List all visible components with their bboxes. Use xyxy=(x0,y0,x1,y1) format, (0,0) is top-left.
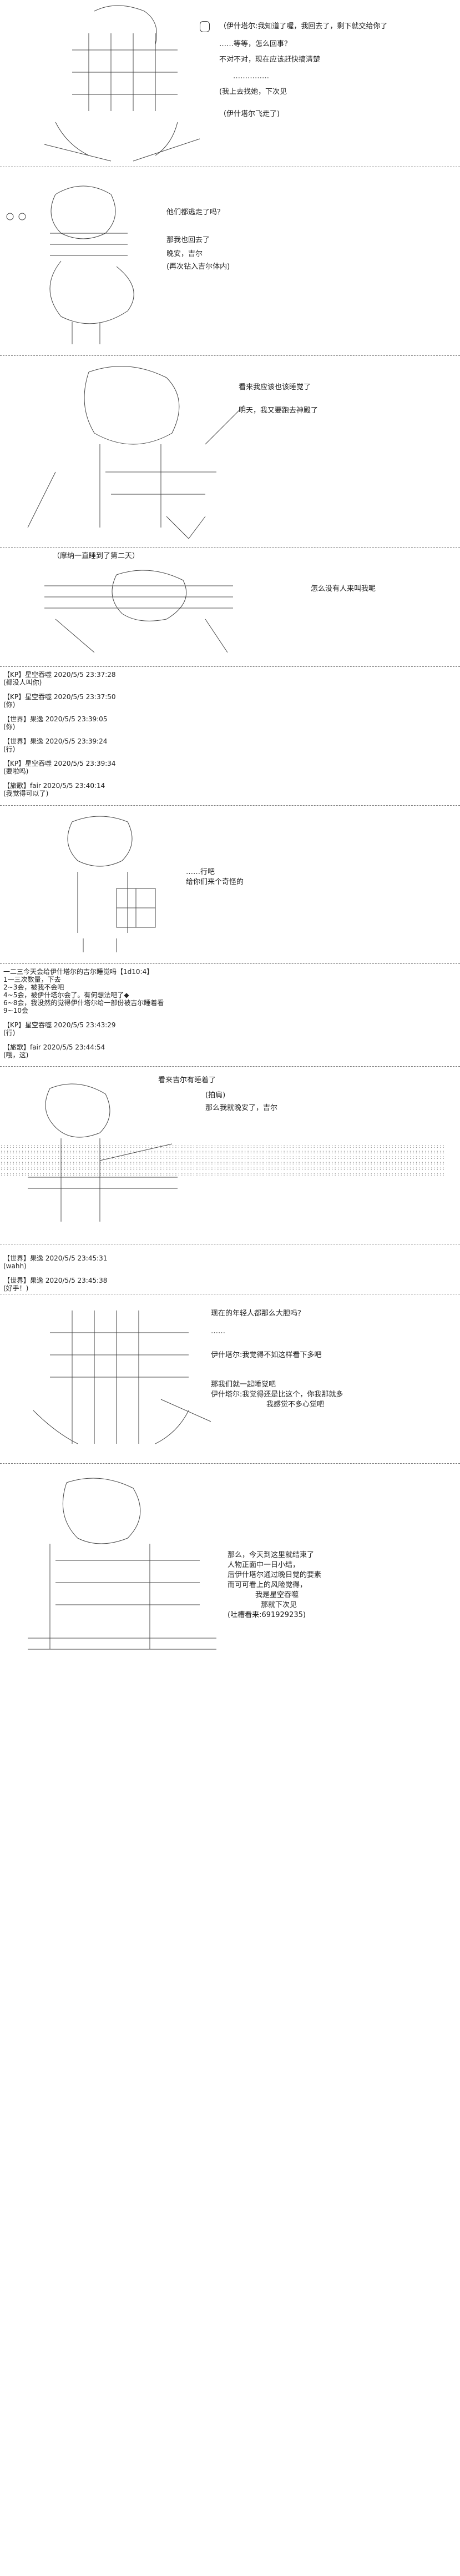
comment-line: 【世界】果逸 2020/5/5 23:45:31 xyxy=(3,1254,108,1262)
panel-5: ……行吧 给你们来个奇怪的 xyxy=(0,811,460,961)
comment-line: (都没人叫你) xyxy=(3,679,42,686)
panel-2: 他们都逃走了吗？ 那我也回去了 晚安，吉尔 (再次钻入吉尔体内) xyxy=(0,172,460,355)
comment-line: (哦，这) xyxy=(3,1051,29,1059)
dialog-line: （伊什塔尔飞走了) xyxy=(219,110,280,118)
sleeping-figure-pattern: ::::::::::::::::::::::::::::::::::::::::… xyxy=(0,1144,445,1177)
dialog-line: 怎么没有人来叫我呢 xyxy=(311,585,376,593)
character-group-drawing xyxy=(44,5,200,162)
comment-block-1: 【KP】星空吞噬 2020/5/5 23:37:28 (都没人叫你) 【KP】星… xyxy=(0,670,460,797)
dialog-line: 伊什塔尔:我觉得还是比这个，你我那就多 xyxy=(211,1390,343,1399)
dialog-line: ……等等，怎么回事？ xyxy=(219,40,292,48)
panel-3: 看来我应该也该睡觉了 明天，我又要跑去神殿了 xyxy=(0,361,460,544)
divider xyxy=(0,963,460,964)
comment-line: 【世界】果逸 2020/5/5 23:45:38 xyxy=(3,1277,108,1284)
comment-line: 【KP】星空吞噬 2020/5/5 23:37:50 xyxy=(3,693,116,701)
dialog-line: 后伊什塔尔通过晚日觉的要素 xyxy=(228,1571,322,1579)
dialog-line: 我感觉不多心觉吧 xyxy=(266,1400,325,1409)
comment-line: 9~10会 xyxy=(3,1007,28,1015)
panel-6: ::::::::::::::::::::::::::::::::::::::::… xyxy=(0,1072,460,1238)
dialog-line: (再次钻入吉尔体内) xyxy=(166,263,230,271)
character-standing-drawing xyxy=(27,366,245,539)
character-closing-drawing xyxy=(28,1478,216,1650)
comment-line: 4~5会，被伊什塔尔会了。有何想法吧了◆ xyxy=(3,991,129,999)
comment-line: (行) xyxy=(3,1029,16,1037)
divider xyxy=(0,1066,460,1067)
dialog-line: 那就下次见 xyxy=(261,1601,297,1609)
character-patting-drawing xyxy=(28,1083,178,1222)
comment-block-2: 一二三今天会给伊什塔尔的吉尔睡觉吗【1d10:4】 1一三次数量，下去 2~3会… xyxy=(0,967,460,1064)
dialog-line: 现在的年轻人都那么大胆吗？ xyxy=(211,1309,305,1318)
comment-line: 【旅歌】fair 2020/5/5 23:44:54 xyxy=(3,1043,105,1051)
comment-line: (行) xyxy=(3,745,16,753)
dialog-line: 那么我就晚安了，吉尔 xyxy=(205,1104,278,1112)
divider xyxy=(0,355,460,356)
dialog-line: …………… xyxy=(233,72,269,81)
comment-line: 【旅歌】fair 2020/5/5 23:40:14 xyxy=(3,782,105,790)
panel-1: （伊什塔尔:我知道了喔，我回去了，剩下就交给你了 ……等等，怎么回事？ 不对不对… xyxy=(0,0,460,167)
dialog-line: 看来吉尔有睡着了 xyxy=(158,1076,216,1084)
character-gift-drawing xyxy=(67,816,156,952)
dialog-line: (我上去找她，下次见 xyxy=(219,88,287,96)
dialog-line: 不对不对，现在应该赶快搞清楚 xyxy=(219,56,321,64)
dialog-line: 我是星空吞噬 xyxy=(255,1591,299,1599)
dialog-line: ……行吧 xyxy=(186,868,215,876)
comment-line: (我觉得可以了) xyxy=(3,790,49,797)
dialog-line: 看来我应该也该睡觉了 xyxy=(239,383,311,391)
comment-line: 1一三次数量，下去 xyxy=(3,976,61,983)
comment-line: (要啦吗) xyxy=(3,767,29,775)
comment-block-3: 【世界】果逸 2020/5/5 23:45:31 (wahh) 【世界】果逸 2… xyxy=(0,1254,460,1293)
comment-line: (你) xyxy=(3,723,16,731)
dialog-line: 他们都逃走了吗？ xyxy=(166,208,225,217)
comment-line: (wahh) xyxy=(3,1262,27,1270)
dialog-line: (拍肩) xyxy=(205,1091,226,1099)
divider xyxy=(0,805,460,806)
dialog-line: 给你们来个奇怪的 xyxy=(186,878,244,886)
comment-line: (好手！) xyxy=(3,1284,29,1292)
comment-line: 一二三今天会给伊什塔尔的吉尔睡觉吗【1d10:4】 xyxy=(3,968,154,976)
divider xyxy=(0,547,460,548)
comment-line: 【KP】星空吞噬 2020/5/5 23:39:34 xyxy=(3,760,116,767)
character-group-drawing-2 xyxy=(33,1310,211,1444)
divider xyxy=(0,1463,460,1464)
caption: （摩纳一直睡到了第二天） xyxy=(53,552,140,560)
dialog-line: （伊什塔尔:我知道了喔，我回去了，剩下就交给你了 xyxy=(219,22,388,31)
dialog-line: 明天，我又要跑去神殿了 xyxy=(239,406,319,415)
character-sleeping-drawing xyxy=(6,185,134,344)
comment-line: (你) xyxy=(3,701,16,709)
character-bed-drawing xyxy=(44,570,233,653)
dialog-line: 而可可看上的风险觉得， xyxy=(228,1581,307,1589)
dialog-line: …… xyxy=(211,1327,225,1335)
panel-4: （摩纳一直睡到了第二天） 怎么没有人来叫我呢 xyxy=(0,550,460,661)
comment-line: 2~3会，被我不会吧 xyxy=(3,983,64,991)
panel-8: 那么，今天到这里就结束了 人物正面中一日小结， 后伊什塔尔通过晚日觉的要素 而可… xyxy=(0,1472,460,1671)
dialog-line: (吐槽看来:691929235) xyxy=(228,1611,306,1619)
dialog-line: 伊什塔尔:我觉得不如这样看下多吧 xyxy=(211,1351,322,1359)
dialog-line: 那么，今天到这里就结束了 xyxy=(228,1551,315,1559)
speech-bubble-ishtar xyxy=(200,21,210,32)
comment-line: 【世界】果逸 2020/5/5 23:39:24 xyxy=(3,737,108,745)
dialog-line: 晚安，吉尔 xyxy=(166,250,203,258)
dialog-line: 人物正面中一日小结， xyxy=(228,1561,300,1569)
comment-line: 6~8会，我没然的觉得伊什塔尔给一部份被吉尔睡着看 xyxy=(3,999,164,1007)
comment-line: 【世界】果逸 2020/5/5 23:39:05 xyxy=(3,715,108,723)
dialog-line: 那我也回去了 xyxy=(166,236,210,244)
dialog-line: 那我们就一起睡觉吧 xyxy=(211,1380,276,1389)
comment-line: 【KP】星空吞噬 2020/5/5 23:43:29 xyxy=(3,1021,116,1029)
divider xyxy=(0,666,460,667)
panel-7: 现在的年轻人都那么大胆吗？ …… 伊什塔尔:我觉得不如这样看下多吧 那我们就一起… xyxy=(0,1299,460,1460)
comment-line: 【KP】星空吞噬 2020/5/5 23:37:28 xyxy=(3,671,116,679)
